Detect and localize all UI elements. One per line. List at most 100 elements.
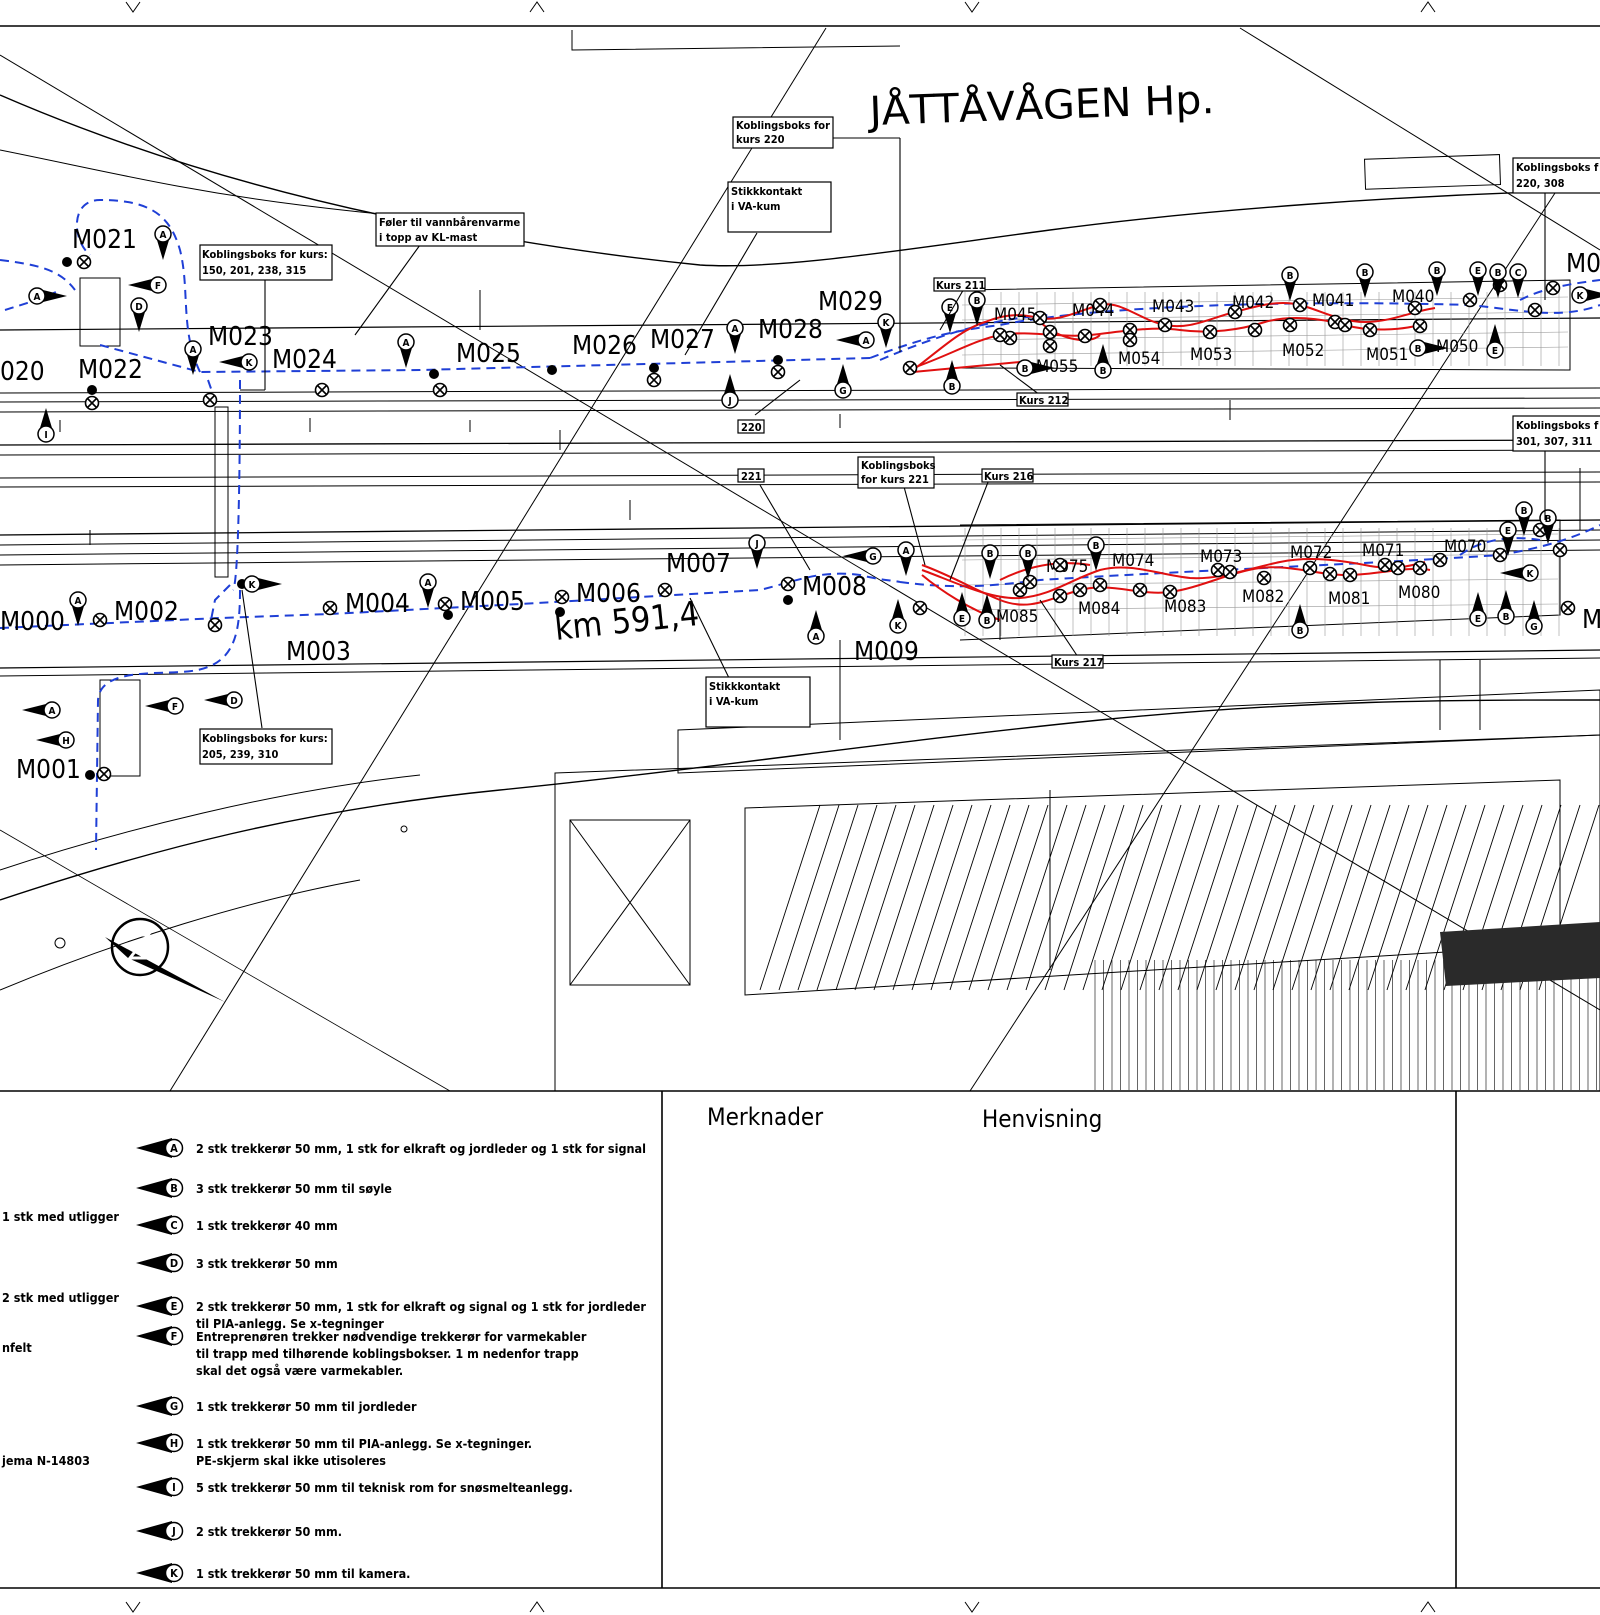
svg-text:J: J [171, 1525, 176, 1538]
label-kurs216: Kurs 216 [984, 470, 1034, 483]
mast-label-M055: M055 [1036, 357, 1078, 377]
sheet-border-ticks [125, 1, 1436, 1613]
svg-text:D: D [230, 696, 237, 707]
mast-label-M083: M083 [1164, 597, 1206, 617]
tag-e-icon: E [1469, 592, 1487, 627]
M071-mast-symbol [1377, 557, 1393, 573]
left-note-4: jema N-14803 [1, 1453, 90, 1468]
tag-g-icon: G [1525, 600, 1543, 635]
mast-label-M043: M043 [1152, 297, 1194, 317]
mast-label-M007: M007 [666, 549, 731, 579]
M024-mast-symbol [314, 382, 330, 398]
svg-text:B: B [170, 1182, 178, 1195]
svg-text:B: B [1415, 344, 1422, 355]
tag-b-icon: B [136, 1178, 184, 1198]
mast-label-M071: M071 [1362, 541, 1404, 561]
callout-stikk1-l1: Stikkkontakt [731, 185, 803, 198]
tag-h-icon: H [36, 731, 75, 749]
tag-a-icon: A [184, 340, 202, 375]
svg-text:G: G [839, 386, 846, 397]
mast-label-M082: M082 [1242, 587, 1284, 607]
svg-text:E: E [947, 303, 953, 314]
tag-k-icon: K [243, 575, 282, 593]
tag-j-icon: J [136, 1521, 184, 1541]
merknader-heading: Merknader [707, 1103, 823, 1131]
mast-label-M024: M024 [272, 345, 337, 375]
callout-kb220-l1: Koblingsboks for [736, 119, 830, 132]
M028-mast-symbol [770, 364, 786, 380]
mast-label-M052: M052 [1282, 341, 1324, 361]
svg-text:C: C [1515, 268, 1522, 279]
callout-kb220-308-l2: 220, 308 [1516, 177, 1565, 190]
legend-text-h-0: 1 stk trekkerør 50 mm til PIA-anlegg. Se… [196, 1436, 532, 1451]
platform-mast-symbol [1157, 317, 1173, 333]
svg-text:B: B [1287, 271, 1294, 282]
mast-label-M008: M008 [802, 572, 867, 602]
tag-a-icon: A [726, 319, 744, 354]
svg-text:B: B [1545, 514, 1552, 525]
platform-mast-symbol [1527, 302, 1543, 318]
callout-kb301-l1: Koblingsboks f [1516, 419, 1599, 432]
svg-text:A: A [403, 338, 410, 349]
legend-text-a-0: 2 stk trekkerør 50 mm, 1 stk for elkraft… [196, 1141, 646, 1156]
M025-mast-symbol [432, 382, 448, 398]
M029-mast-symbol [902, 360, 918, 376]
M044-mast-symbol [1042, 324, 1058, 340]
svg-text:G: G [869, 552, 876, 563]
mast-label-M0_edge_top: M0 [1566, 249, 1600, 279]
svg-text:B: B [1093, 541, 1100, 552]
M053-mast-symbol [1202, 324, 1218, 340]
tag-b-icon: B [1291, 604, 1309, 639]
M004-mast-symbol [322, 600, 338, 616]
tag-a-icon: A [154, 225, 172, 260]
svg-text:A: A [903, 546, 910, 557]
callout-leaders [240, 137, 1546, 729]
svg-text:B: B [1100, 366, 1107, 377]
tag-b-icon: B [978, 594, 996, 629]
M084-mast-symbol [1052, 588, 1068, 604]
callout-texts: Koblingsboks for kurs 220 Stikkkontakt i… [202, 119, 1599, 761]
svg-text:A: A [75, 596, 82, 607]
mast-label-M054: M054 [1118, 349, 1160, 369]
tag-a-icon: A [836, 331, 875, 349]
svg-text:K: K [883, 318, 891, 329]
svg-text:F: F [171, 1330, 178, 1343]
mast-label-M005: M005 [460, 587, 525, 617]
platform-mast-symbol [1412, 560, 1428, 576]
tag-k-icon: K [877, 313, 895, 348]
tag-k-icon: K [889, 599, 907, 634]
M0-edge-mast-symbol [1545, 280, 1561, 296]
M007-mast-symbol [657, 582, 673, 598]
tag-a-icon: A [136, 1138, 184, 1158]
M008-mast-symbol [780, 576, 796, 592]
tag-i-icon: I [136, 1477, 184, 1497]
legend-text-g-0: 1 stk trekkerør 50 mm til jordleder [196, 1399, 417, 1414]
M072-mast-symbol [1302, 560, 1318, 576]
left-note-1: 1 stk med utligger [2, 1209, 119, 1224]
legend-text-k-0: 1 stk trekkerør 50 mm til kamera. [196, 1566, 410, 1581]
building-hatching [759, 804, 1600, 991]
mast-label-M006: M006 [576, 579, 641, 609]
svg-text:I: I [44, 430, 47, 441]
svg-text:B: B [1503, 612, 1510, 623]
platform-mast-symbol [1292, 297, 1308, 313]
mast-label-M023: M023 [208, 322, 273, 352]
mast-label-M001: M001 [16, 755, 81, 785]
tag-g-icon: G [843, 547, 882, 565]
M021-mast-symbol [76, 254, 92, 270]
M050-mast-symbol [1412, 318, 1428, 334]
tag-g-icon: G [834, 364, 852, 399]
M026-mast-symbol [646, 372, 662, 388]
tag-a-icon: A [897, 541, 915, 576]
M040-mast-symbol [1407, 300, 1423, 316]
callout-kb220-l2: kurs 220 [736, 133, 785, 146]
mast-label-M045: M045 [994, 305, 1036, 325]
svg-text:C: C [170, 1219, 177, 1232]
henvisning-heading: Henvisning [982, 1105, 1102, 1133]
mast-label-M026: M026 [572, 331, 637, 361]
M005-mast-symbol [437, 596, 453, 612]
